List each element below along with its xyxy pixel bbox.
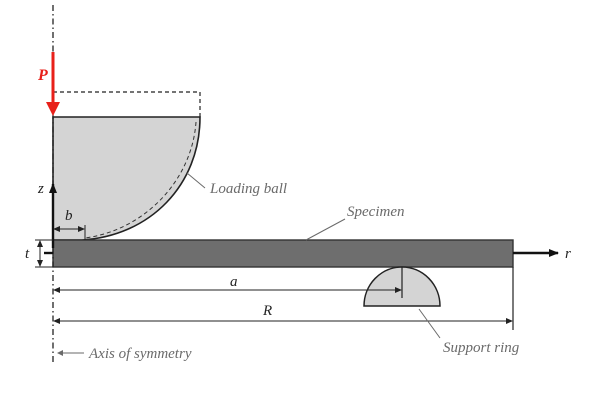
axis-of-symmetry-leader-head: [57, 350, 63, 356]
support-ring-callout: Support ring: [443, 340, 520, 356]
support-ring-leader: [418, 308, 441, 339]
R-dimension-label: R: [262, 303, 272, 319]
specimen-leader: [305, 218, 346, 241]
ball-inner-dashed-contour: [84, 121, 197, 239]
loading-ball-callout: Loading ball: [209, 181, 287, 197]
t-dimension-label: t: [25, 246, 30, 262]
loading-ball: [52, 116, 201, 241]
loading-ball-leader: [186, 172, 206, 189]
a-dimension-label: a: [230, 274, 238, 290]
force-label: P: [37, 67, 48, 84]
z-axis-label: z: [37, 181, 44, 197]
b-dimension-label: b: [65, 208, 73, 224]
axis-of-symmetry-callout: Axis of symmetry: [88, 346, 192, 362]
specimen: [52, 239, 514, 268]
r-axis-label: r: [565, 246, 571, 262]
force-arrow-head: [46, 102, 60, 116]
specimen-callout: Specimen: [347, 204, 404, 220]
